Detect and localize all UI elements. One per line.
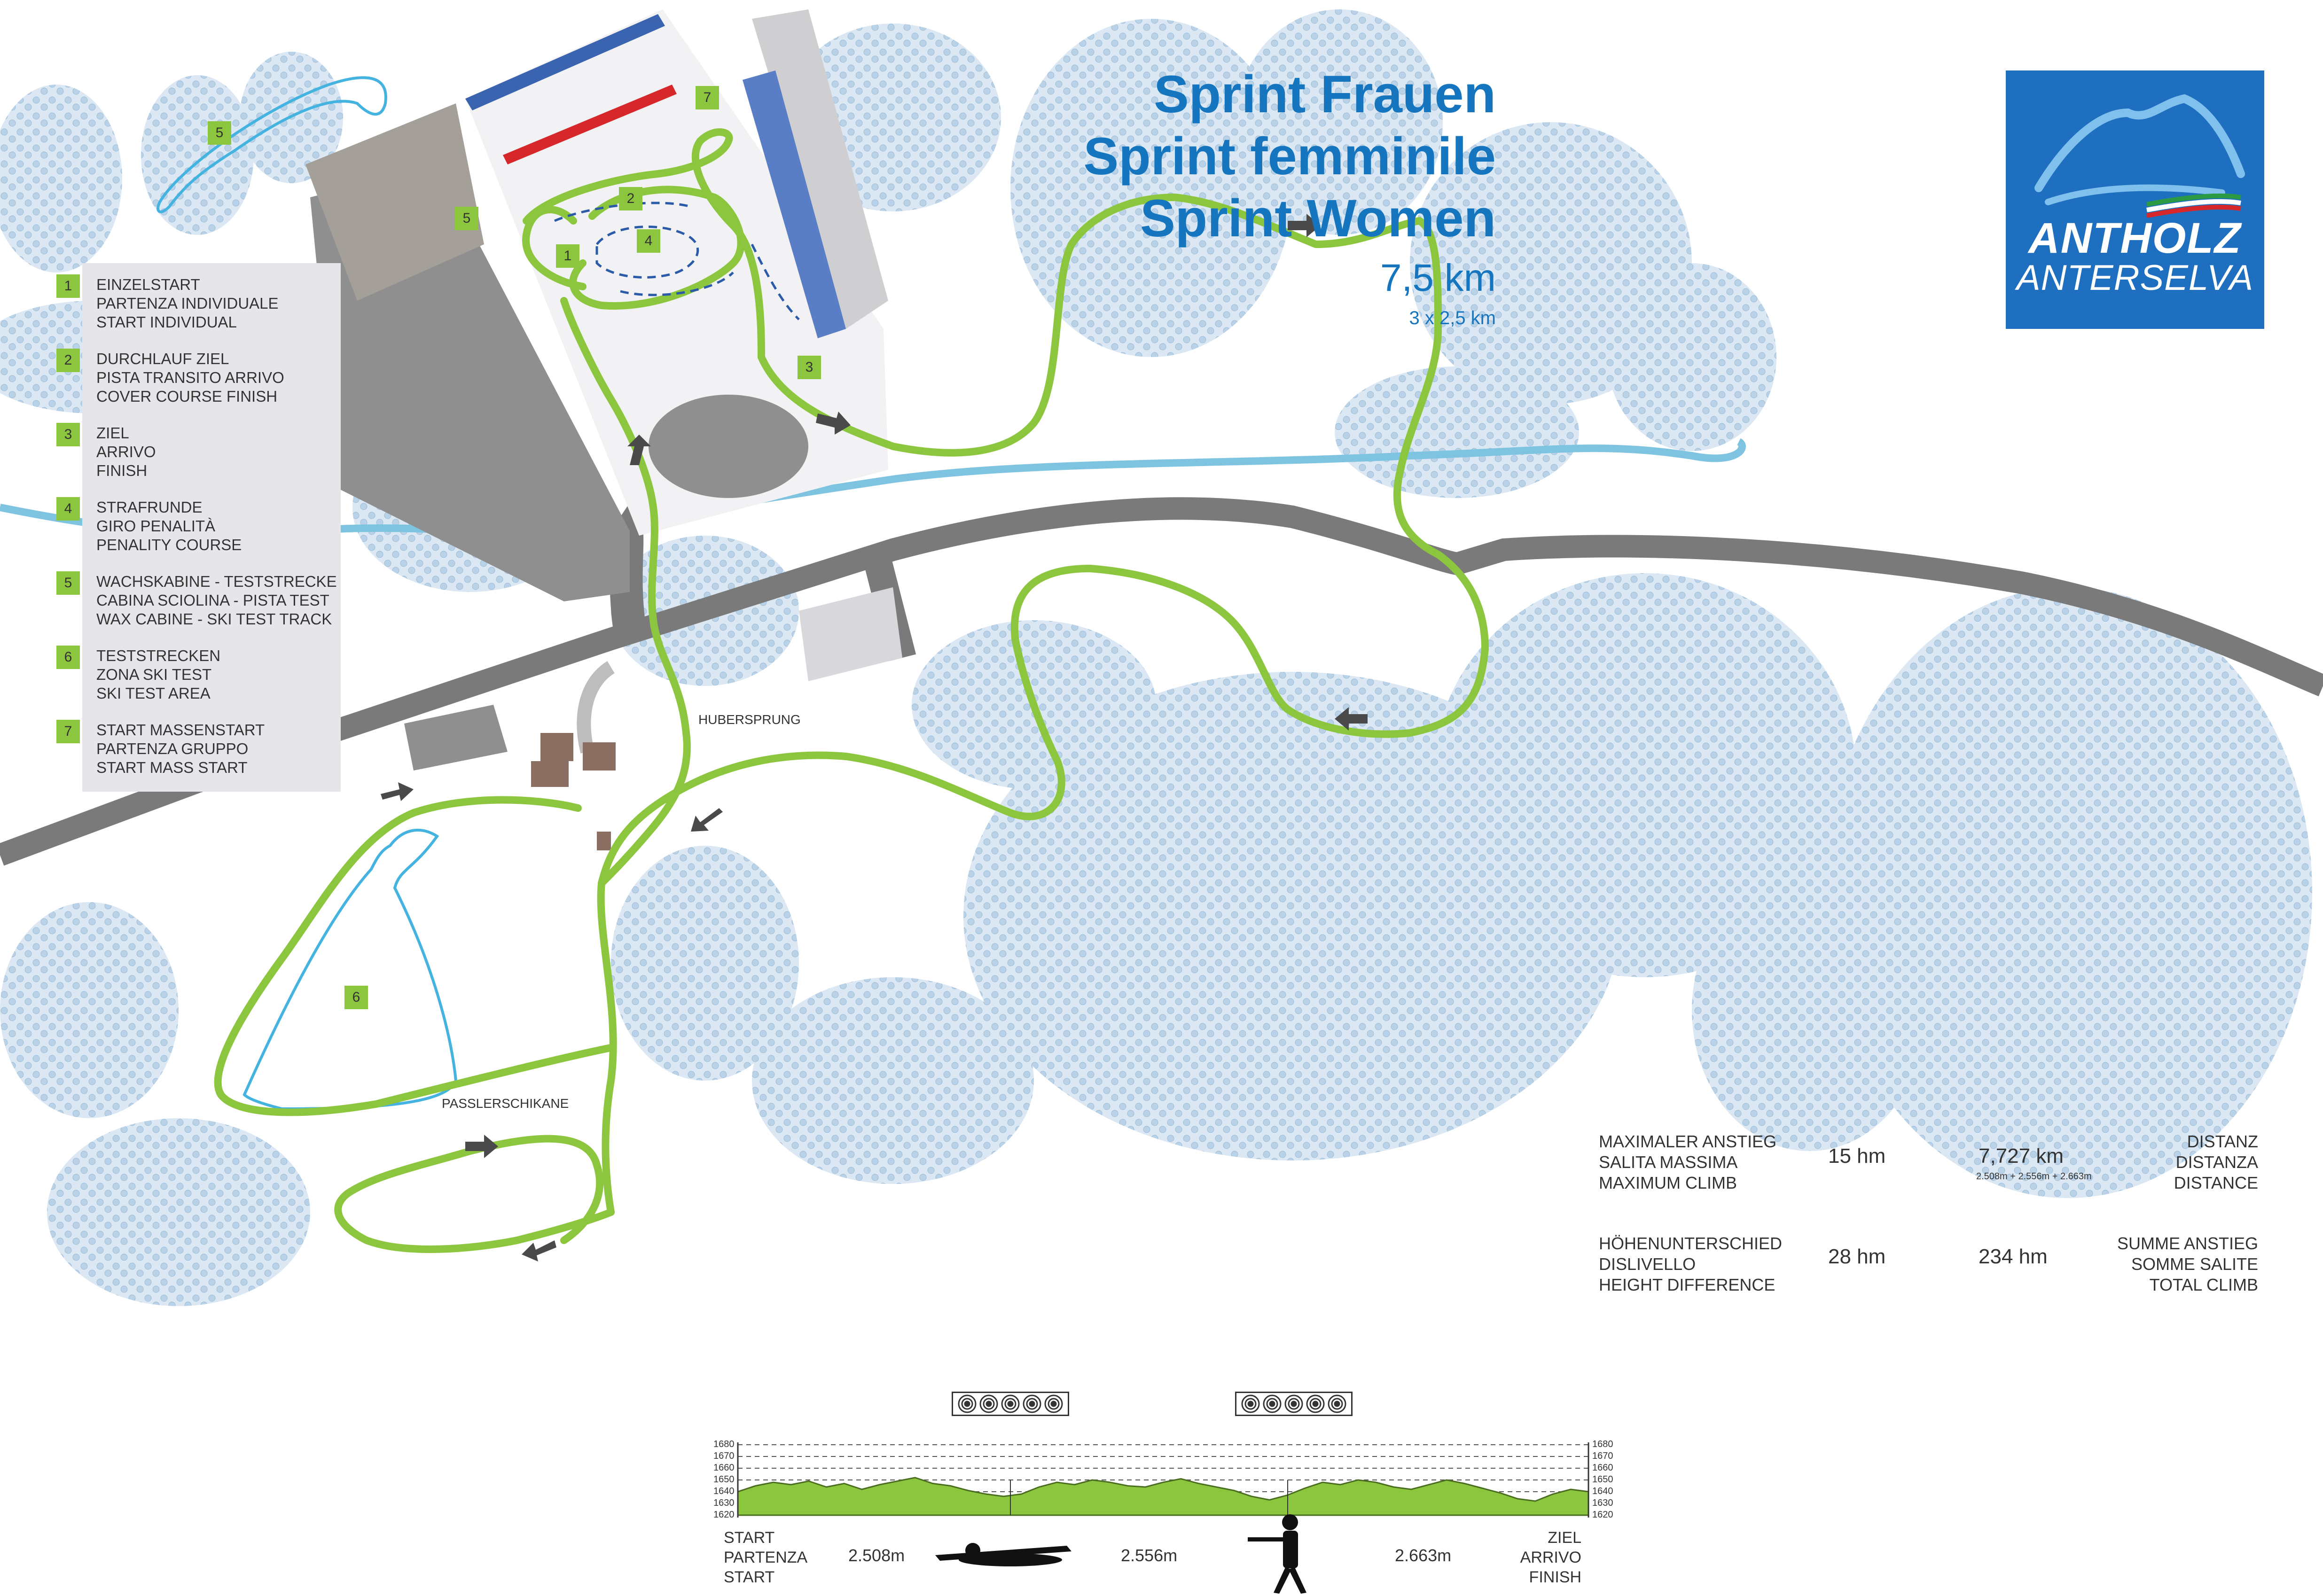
target-circles bbox=[958, 1394, 1063, 1413]
elevation-profile bbox=[737, 1442, 1589, 1518]
legend-number: 7 bbox=[56, 720, 80, 743]
legend-number: 1 bbox=[56, 274, 80, 298]
elevation-tick: 1620 bbox=[1592, 1510, 1613, 1520]
race-distance: 7,5 km bbox=[1380, 257, 1496, 299]
marker-2-cover-course: 2 bbox=[619, 187, 642, 210]
title-it: Sprint femminile bbox=[1083, 127, 1496, 186]
prone-shooter-icon bbox=[935, 1543, 1072, 1566]
ski-test-track-6 bbox=[242, 828, 458, 1111]
elevation-tick: 1660 bbox=[1592, 1463, 1613, 1473]
total-climb-value: 234 hm bbox=[1979, 1245, 2048, 1268]
elevation-tick: 1650 bbox=[1592, 1474, 1613, 1485]
marker-1-start: 1 bbox=[556, 244, 579, 268]
elevation-tick: 1630 bbox=[1592, 1498, 1613, 1508]
marker-7-mass-start: 7 bbox=[696, 86, 719, 109]
elevation-tick: 1680 bbox=[1592, 1439, 1613, 1449]
shooting-range-line bbox=[503, 85, 677, 164]
penalty-loop bbox=[554, 202, 800, 320]
max-climb-value: 15 hm bbox=[1828, 1144, 1886, 1168]
service-building-2 bbox=[404, 705, 508, 771]
race-laps: 3 x 2,5 km bbox=[1409, 308, 1496, 328]
standing-shooter-icon bbox=[1248, 1514, 1306, 1594]
roundabout bbox=[649, 395, 808, 498]
mountain-icon bbox=[2034, 94, 2245, 218]
legend-number: 2 bbox=[56, 349, 80, 372]
legend-number: 6 bbox=[56, 646, 80, 669]
target-circle bbox=[1334, 1401, 1340, 1407]
team-cabins bbox=[743, 70, 846, 338]
segment-1-length: 2.508m bbox=[848, 1546, 905, 1565]
target-circle bbox=[1029, 1401, 1035, 1407]
target-circle bbox=[1291, 1401, 1297, 1407]
title-en: Sprint Women bbox=[1140, 189, 1496, 248]
marker-5-wax: 5 bbox=[208, 121, 231, 145]
title-de: Sprint Frauen bbox=[1153, 65, 1496, 124]
elevation-tick: 1630 bbox=[713, 1498, 735, 1508]
marker-4-penalty: 4 bbox=[637, 229, 660, 253]
elevation-tick: 1640 bbox=[1592, 1486, 1613, 1496]
huber-buildings bbox=[531, 733, 616, 850]
target-circles bbox=[1241, 1394, 1346, 1413]
target-circle bbox=[1007, 1401, 1014, 1407]
place-passlerschikane: PASSLERSCHIKANE bbox=[442, 1096, 569, 1111]
stadium-building bbox=[305, 103, 484, 301]
elevation-tick: 1660 bbox=[713, 1463, 735, 1473]
logo-text-antholz: ANTHOLZ bbox=[2028, 214, 2242, 262]
elevation-tick: 1670 bbox=[1592, 1451, 1613, 1461]
forest-areas bbox=[0, 9, 2312, 1306]
elevation-tick: 1620 bbox=[713, 1510, 735, 1520]
legend-number: 5 bbox=[56, 571, 80, 595]
standing-targets bbox=[1235, 1392, 1353, 1416]
prone-targets bbox=[952, 1392, 1069, 1416]
target-circle bbox=[1050, 1401, 1057, 1407]
target-circle bbox=[1269, 1401, 1275, 1407]
service-building-1 bbox=[799, 587, 902, 681]
place-hubersprung: HUBERSPRUNG bbox=[698, 712, 801, 727]
segment-2-length: 2.556m bbox=[1121, 1546, 1178, 1565]
legend-number: 4 bbox=[56, 497, 80, 521]
elevation-tick: 1670 bbox=[713, 1451, 735, 1461]
marker-3-finish: 3 bbox=[798, 356, 821, 379]
grandstand-right bbox=[752, 9, 888, 329]
height-diff-value: 28 hm bbox=[1828, 1245, 1886, 1268]
antholz-logo: ANTHOLZ ANTERSELVA bbox=[2006, 70, 2264, 329]
elevation-tick: 1650 bbox=[713, 1474, 735, 1485]
marker-6-ski-test: 6 bbox=[344, 986, 368, 1009]
target-circle bbox=[1312, 1401, 1319, 1407]
target-circle bbox=[986, 1401, 992, 1407]
target-circle bbox=[964, 1401, 970, 1407]
logo-text-anterselva: ANTERSELVA bbox=[2016, 258, 2254, 298]
distance-value: 7,727 km bbox=[1979, 1144, 2064, 1168]
target-circle bbox=[1247, 1401, 1254, 1407]
legend-number: 3 bbox=[56, 423, 80, 446]
race-course bbox=[214, 128, 1489, 1253]
elevation-tick: 1680 bbox=[713, 1439, 735, 1449]
marker-5-test: 5 bbox=[455, 207, 478, 230]
distance-note: 2.508m + 2.556m + 2.663m bbox=[1976, 1171, 2092, 1182]
ski-test-track-5 bbox=[156, 76, 387, 213]
direction-arrows bbox=[381, 214, 1368, 1261]
elevation-tick: 1640 bbox=[713, 1486, 735, 1496]
segment-3-length: 2.663m bbox=[1395, 1546, 1452, 1565]
grandstand-top bbox=[465, 14, 665, 110]
profile-area bbox=[737, 1477, 1589, 1516]
